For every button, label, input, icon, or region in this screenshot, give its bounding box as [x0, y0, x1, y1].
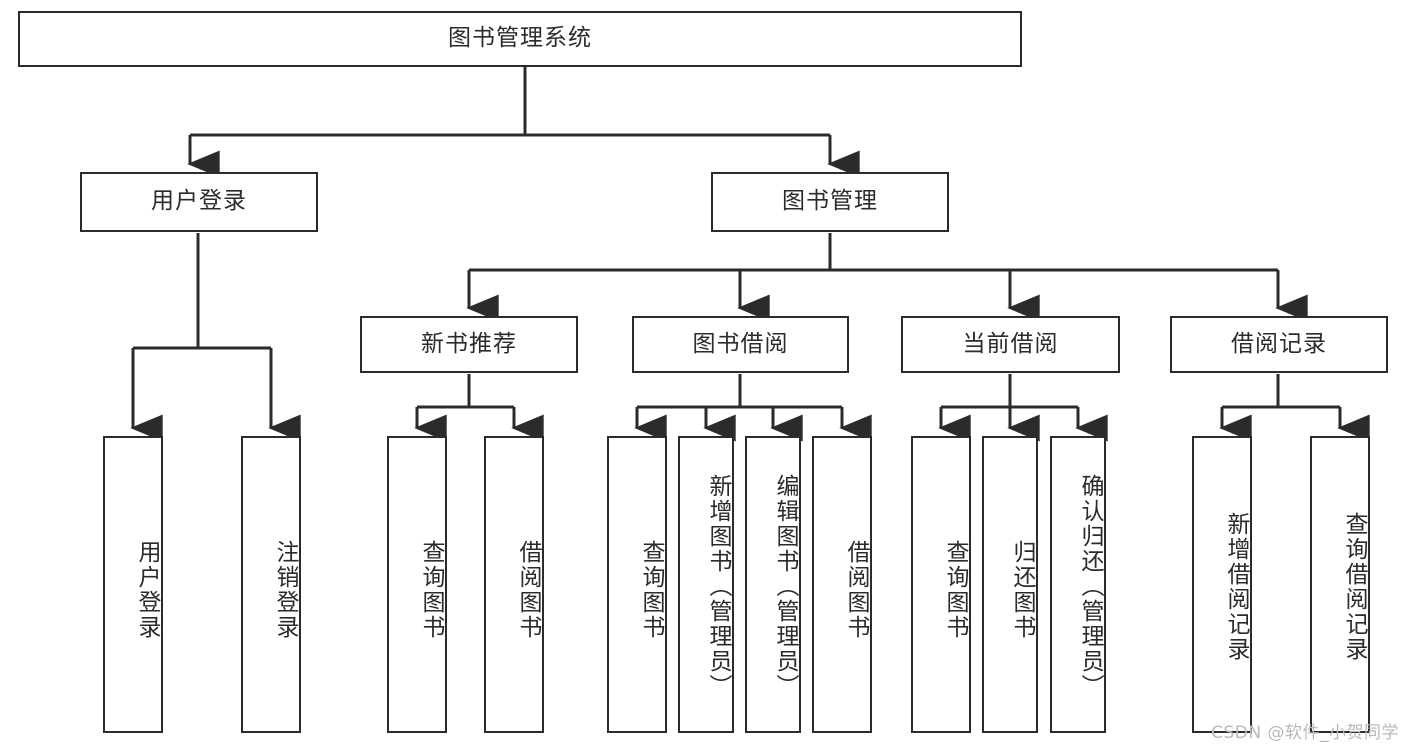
leaf-borrow-books-new-book[interactable]: 借阅图书 — [484, 436, 544, 733]
csdn-watermark: CSDN @软件_小贺同学 — [1211, 723, 1399, 743]
leaf-confirm-return-admin[interactable]: 确认归还（管理员） — [1050, 436, 1106, 733]
leaf-add-book-admin[interactable]: 新增图书（管理员） — [678, 436, 734, 733]
node-new-book-recommendation[interactable]: 新书推荐 — [360, 316, 578, 373]
node-root-library-management-system[interactable]: 图书管理系统 — [18, 11, 1022, 67]
node-book-borrowing[interactable]: 图书借阅 — [632, 316, 849, 373]
leaf-logout[interactable]: 注销登录 — [241, 436, 301, 733]
leaf-edit-book-admin[interactable]: 编辑图书（管理员） — [745, 436, 801, 733]
node-user-login[interactable]: 用户登录 — [80, 172, 318, 232]
leaf-user-login[interactable]: 用户登录 — [103, 436, 163, 733]
leaf-query-borrowing-record[interactable]: 查询借阅记录 — [1310, 436, 1370, 733]
node-borrowing-record[interactable]: 借阅记录 — [1170, 316, 1388, 373]
node-book-management[interactable]: 图书管理 — [711, 172, 949, 232]
leaf-borrow-books-borrowing[interactable]: 借阅图书 — [812, 436, 872, 733]
leaf-query-books-borrowing[interactable]: 查询图书 — [607, 436, 667, 733]
leaf-return-books[interactable]: 归还图书 — [982, 436, 1038, 733]
leaf-query-books-new-book[interactable]: 查询图书 — [387, 436, 447, 733]
node-current-borrowing[interactable]: 当前借阅 — [901, 316, 1120, 373]
leaf-add-borrowing-record[interactable]: 新增借阅记录 — [1192, 436, 1252, 733]
leaf-query-books-current[interactable]: 查询图书 — [911, 436, 971, 733]
